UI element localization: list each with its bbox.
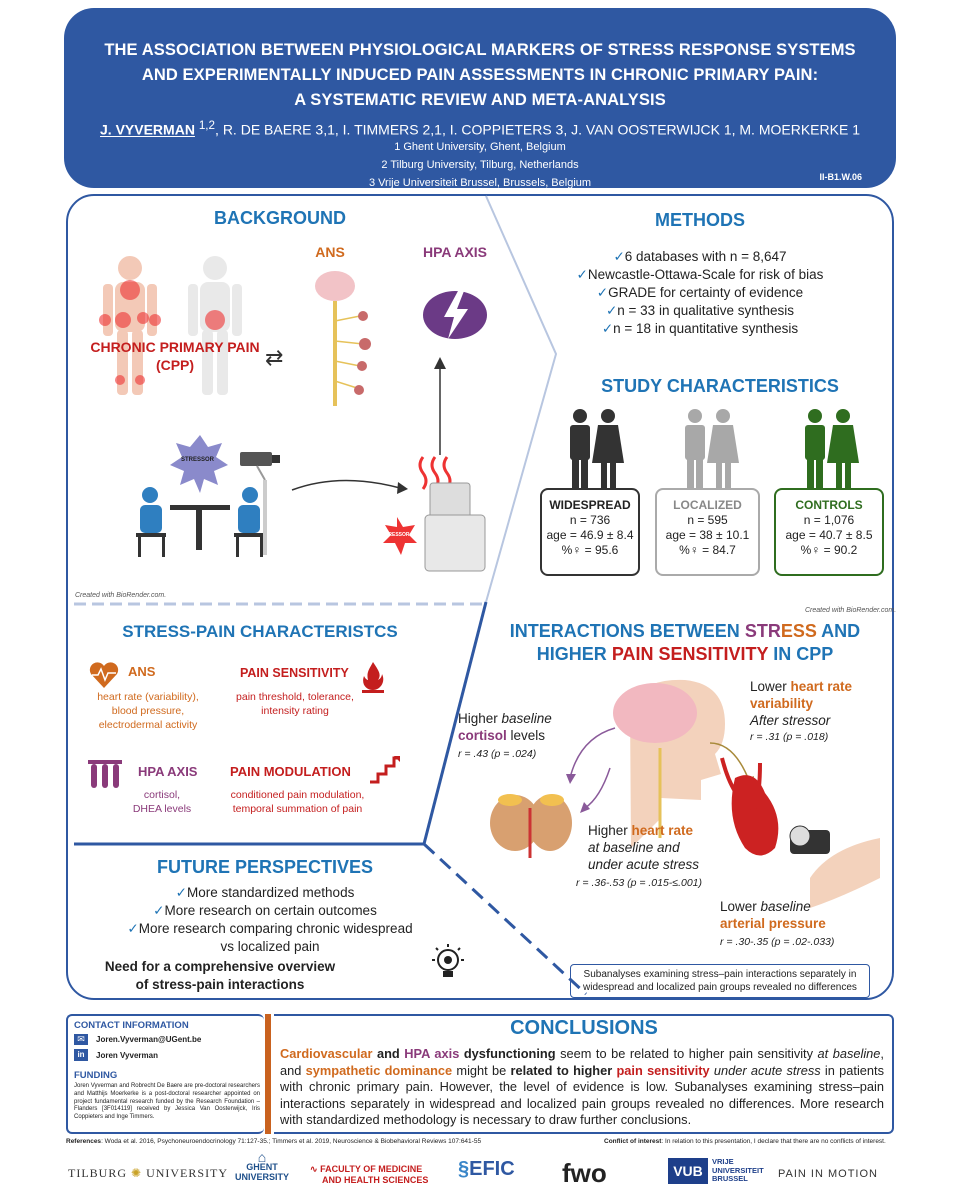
author-list: J. VYVERMAN 1,2, R. DE BAERE 3,1, I. TIM… bbox=[100, 119, 860, 138]
interactions-title: INTERACTIONS BETWEEN STRESS AND HIGHER P… bbox=[509, 621, 861, 664]
cpp-label: CHRONIC PRIMARY PAIN(CPP) bbox=[90, 339, 260, 373]
subanalysis-note: Subanalyses examining stress–pain intera… bbox=[570, 964, 870, 998]
linkedin-icon: in bbox=[74, 1049, 88, 1061]
check-icon: ✓ bbox=[127, 921, 139, 936]
methods-item: ✓GRADE for certainty of evidence bbox=[596, 285, 804, 300]
pulse-icon: ∿ bbox=[310, 1164, 318, 1174]
sp-ans-title: ANS bbox=[128, 664, 156, 679]
check-icon: ✓ bbox=[613, 249, 625, 264]
methods-list: ✓6 databases with n = 8,647 ✓Newcastle-O… bbox=[540, 248, 860, 338]
methods-item: ✓n = 18 in quantitative synthesis bbox=[601, 321, 799, 336]
water-bath-icon bbox=[383, 456, 486, 572]
tilburg-logo: TILBURG ✺ UNIVERSITY bbox=[68, 1166, 229, 1180]
conclusions-box bbox=[274, 1014, 894, 1134]
population-icons bbox=[570, 409, 859, 488]
test-tubes-icon bbox=[88, 760, 122, 788]
poster-header: THE ASSOCIATION BETWEEN PHYSIOLOGICAL MA… bbox=[64, 8, 896, 189]
fwo-logo: fwo bbox=[562, 1158, 607, 1188]
check-icon: ✓ bbox=[596, 285, 609, 300]
contact-email[interactable]: Joren.Vyverman@UGent.be bbox=[96, 1035, 202, 1044]
sp-ans-card: heart rate (variability),blood pressure,… bbox=[97, 691, 199, 731]
contact-title: CONTACT INFORMATION bbox=[74, 1020, 189, 1031]
conclusions-text: Cardiovascular and HPA axis dysfunctioni… bbox=[280, 1046, 884, 1127]
hrv-finding: Lower heart rate variability After stres… bbox=[750, 679, 853, 743]
efic-swirl-icon: § bbox=[458, 1158, 470, 1180]
sp-pain-modulation-card: conditioned pain modulation,temporal sum… bbox=[230, 789, 365, 815]
lightbulb-icon bbox=[432, 944, 464, 977]
funding-text: Joren Vyverman and Robrecht De Baere are… bbox=[74, 1083, 260, 1121]
conflict-of-interest: Conflict of interest: In relation to thi… bbox=[604, 1138, 886, 1145]
nervous-system-icon bbox=[315, 271, 371, 406]
fire-icon bbox=[362, 662, 384, 693]
arterial-pressure-finding: Lower baseline arterial pressure r = .30… bbox=[720, 899, 835, 948]
camera-icon bbox=[240, 452, 280, 555]
poster-code: II-B1.W.06 bbox=[819, 172, 862, 182]
sp-hpa-card: cortisol,DHEA levels bbox=[132, 789, 192, 815]
contact-accent-bar bbox=[265, 1014, 271, 1134]
panel-dividers bbox=[74, 195, 588, 996]
ans-label: ANS bbox=[315, 244, 345, 260]
sp-pain-sensitivity-title: PAIN SENSITIVITY bbox=[240, 666, 349, 680]
biorender-credit-2: Created with BioRender.com. bbox=[805, 607, 897, 614]
stressor-label-1: STRESSOR bbox=[181, 457, 215, 463]
ghent-building-icon: ⌂ bbox=[257, 1149, 267, 1165]
stress-test-scene bbox=[136, 435, 264, 557]
future-list: ✓More standardized methods ✓More researc… bbox=[104, 885, 413, 992]
stressor-label-2: STRESSOR bbox=[382, 532, 410, 538]
funding-title: FUNDING bbox=[74, 1070, 118, 1081]
check-icon: ✓ bbox=[153, 903, 165, 918]
hpa-arrow bbox=[434, 357, 446, 455]
heart-rate-finding: Higher heart rate at baseline and under … bbox=[576, 823, 702, 889]
poster-title: THE ASSOCIATION BETWEEN PHYSIOLOGICAL MA… bbox=[104, 41, 856, 109]
biorender-credit-1: Created with BioRender.com. bbox=[75, 592, 167, 599]
efic-logo: §EFIC bbox=[458, 1158, 515, 1180]
references: References: Woda et al. 2016, Psychoneur… bbox=[66, 1138, 482, 1145]
body-pain-figure bbox=[99, 256, 242, 395]
check-icon: ✓ bbox=[576, 267, 588, 282]
sp-hpa-title: HPA AXIS bbox=[138, 764, 198, 779]
stairs-up-icon bbox=[370, 756, 400, 784]
body-interaction-diagram bbox=[490, 679, 880, 908]
tilburg-emblem-icon: ✺ bbox=[131, 1166, 143, 1180]
conclusions-title: CONCLUSIONS bbox=[510, 1017, 658, 1039]
affiliations: 1 Ghent University, Ghent, Belgium 2 Til… bbox=[368, 140, 592, 189]
main-panel bbox=[66, 194, 894, 1000]
curved-arrow bbox=[291, 479, 408, 494]
pain-in-motion-logo: PAIN IN MOTION bbox=[778, 1168, 878, 1180]
equilibrium-arrows-icon: ⇄ bbox=[265, 345, 284, 370]
email-icon: ✉ bbox=[74, 1034, 88, 1045]
future-perspectives-title: FUTURE PERSPECTIVES bbox=[156, 857, 374, 877]
methods-item: ✓n = 33 in qualitative synthesis bbox=[605, 303, 795, 318]
background-title: BACKGROUND bbox=[214, 208, 346, 228]
methods-title: METHODS bbox=[655, 210, 745, 230]
sp-pain-sensitivity-card: pain threshold, tolerance,intensity rati… bbox=[236, 691, 354, 717]
study-characteristics-title: STUDY CHARACTERISTICS bbox=[601, 376, 839, 396]
contact-linkedin[interactable]: Joren Vyverman bbox=[96, 1051, 158, 1060]
methods-item: ✓Newcastle-Ottawa-Scale for risk of bias bbox=[576, 267, 824, 282]
check-icon: ✓ bbox=[601, 321, 614, 336]
cortisol-finding: Higher baseline cortisol levels r = .43 … bbox=[458, 711, 552, 760]
vub-logo: VUB bbox=[668, 1158, 708, 1184]
sp-pain-modulation-title: PAIN MODULATION bbox=[230, 764, 351, 779]
check-icon: ✓ bbox=[605, 303, 618, 318]
hpa-label: HPA AXIS bbox=[422, 244, 488, 260]
methods-item: ✓6 databases with n = 8,647 bbox=[613, 249, 787, 264]
contact-box bbox=[66, 1014, 264, 1134]
check-icon: ✓ bbox=[175, 885, 187, 900]
heart-rate-icon bbox=[89, 662, 119, 688]
brain-lightning-icon bbox=[423, 291, 487, 339]
stress-pain-title: STRESS-PAIN CHARACTERISTCS bbox=[122, 622, 398, 641]
